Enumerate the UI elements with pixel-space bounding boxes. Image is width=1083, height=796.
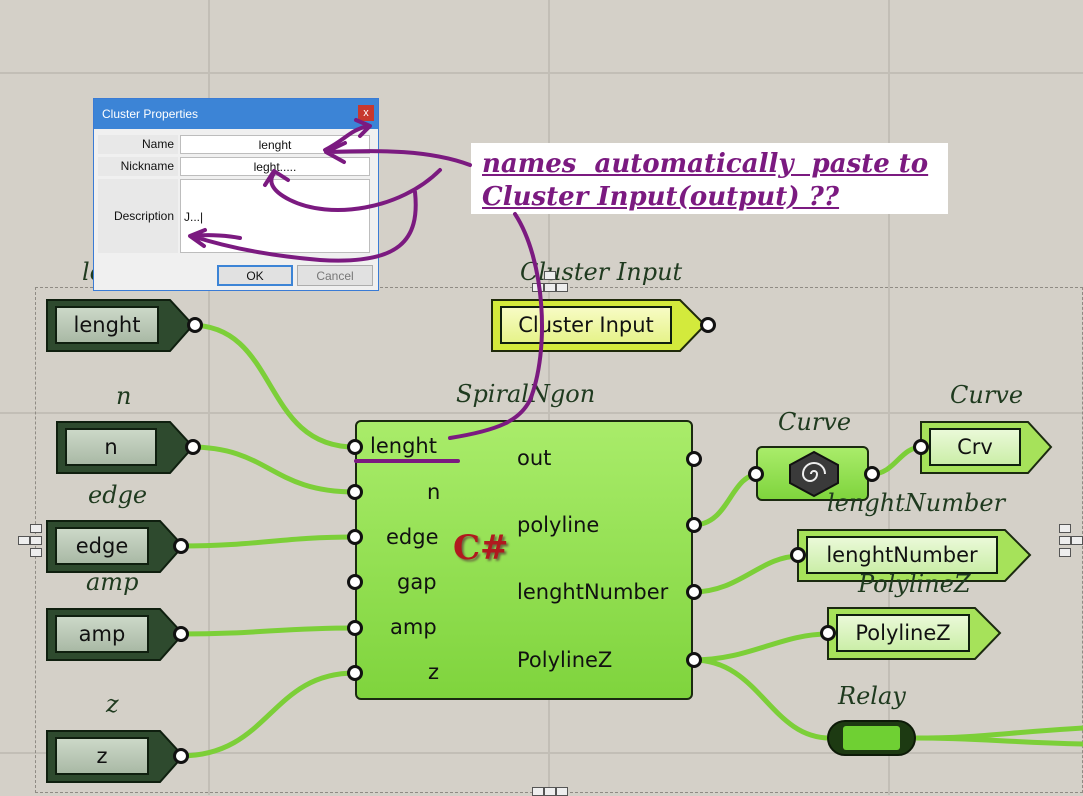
param-z-label: z (55, 737, 149, 775)
input-label-z: z (428, 660, 440, 684)
ok-button[interactable]: OK (217, 265, 293, 286)
description-field[interactable]: J...| (180, 179, 370, 253)
input-grip-n[interactable] (347, 484, 363, 500)
relay[interactable] (827, 720, 916, 756)
param-amp-label: amp (55, 615, 149, 653)
input-grip-z[interactable] (347, 665, 363, 681)
output-grip-polylinez[interactable] (686, 652, 702, 668)
zoom-handle-right-3[interactable] (1059, 548, 1071, 557)
param-lenght-label: lenght (55, 306, 159, 344)
annotation-line-2: Cluster Input(output) ?? (482, 182, 840, 212)
param-n-output-grip[interactable] (185, 439, 201, 455)
zoom-handle-right-1[interactable] (1059, 524, 1071, 533)
cluster-input-label: Cluster Input (500, 306, 672, 344)
relay-body (843, 726, 900, 750)
curve-input-grip[interactable] (748, 466, 764, 482)
zoom-handle-left-4[interactable] (30, 548, 42, 557)
output-grip-polyline[interactable] (686, 517, 702, 533)
wire-polylinez (690, 631, 831, 663)
wire-polyline-curve (690, 471, 763, 528)
output-polylinez-nickname: PolylineZ (858, 570, 971, 598)
output-label-polylinez: PolylineZ (517, 648, 613, 672)
param-n-nickname: n (116, 382, 132, 410)
zoom-handle-top-2[interactable] (532, 283, 544, 292)
param-edge-label: edge (55, 527, 149, 565)
input-label-amp: amp (390, 615, 437, 639)
output-lenghtnumber-label: lenghtNumber (806, 536, 998, 574)
zoom-handle-left-2[interactable] (30, 524, 42, 533)
output-grip-lenghtnumber[interactable] (686, 584, 702, 600)
output-label-polyline: polyline (517, 513, 600, 537)
wire-lenght (187, 322, 358, 450)
param-amp-output-grip[interactable] (173, 626, 189, 642)
param-n-label: n (65, 428, 157, 466)
curve-spiral-icon (789, 450, 839, 498)
name-label: Name (98, 135, 178, 154)
description-label: Description (98, 179, 178, 253)
wire-amp (177, 625, 358, 637)
component-nickname: SpiralNgon (456, 380, 596, 408)
wire-edge (177, 534, 358, 549)
dialog-titlebar[interactable]: Cluster Properties (94, 99, 378, 129)
spiralngon-component[interactable] (355, 420, 693, 700)
wire-z (177, 670, 358, 759)
output-crv-label: Crv (929, 428, 1021, 466)
param-edge-nickname: edge (88, 481, 148, 509)
zoom-handle-right-2[interactable] (1059, 536, 1071, 545)
cluster-input-output-grip[interactable] (700, 317, 716, 333)
input-label-lenght: lenght (370, 434, 437, 458)
wire-lenghtnumber (690, 553, 803, 595)
output-lenghtnumber-nickname: lenghtNumber (827, 489, 1006, 517)
input-label-n: n (427, 480, 441, 504)
zoom-handle-top-3[interactable] (544, 283, 556, 292)
cluster-properties-dialog: Cluster Properties x Name lenght Nicknam… (93, 98, 379, 291)
curve-output-grip[interactable] (864, 466, 880, 482)
output-crv-input-grip[interactable] (913, 439, 929, 455)
param-z-nickname: z (106, 690, 119, 718)
zoom-handle-left-1[interactable] (18, 536, 30, 545)
input-grip-edge[interactable] (347, 529, 363, 545)
zoom-handle-left-3[interactable] (30, 536, 42, 545)
param-z-output-grip[interactable] (173, 748, 189, 764)
csharp-icon: C# (453, 528, 509, 568)
cancel-button[interactable]: Cancel (297, 265, 373, 286)
zoom-handle-top-4[interactable] (556, 283, 568, 292)
input-grip-amp[interactable] (347, 620, 363, 636)
zoom-handle-top-1[interactable] (544, 271, 556, 280)
nickname-field[interactable]: leght..... (180, 157, 370, 176)
dialog-close-button[interactable]: x (358, 105, 374, 121)
input-label-gap: gap (397, 570, 437, 594)
param-lenght-output-grip[interactable] (187, 317, 203, 333)
param-amp-nickname: amp (86, 568, 139, 596)
wire-n (187, 444, 358, 495)
zoom-handle-right-4[interactable] (1071, 536, 1083, 545)
curve-component-nickname: Curve (778, 408, 852, 436)
input-grip-gap[interactable] (347, 574, 363, 590)
relay-nickname: Relay (838, 682, 906, 710)
input-grip-lenght[interactable] (347, 439, 363, 455)
wire-relay-in (690, 657, 833, 741)
wire-relay-out-2 (911, 735, 1083, 747)
param-edge-output-grip[interactable] (173, 538, 189, 554)
output-grip-out[interactable] (686, 451, 702, 467)
output-lenghtnumber-input-grip[interactable] (790, 547, 806, 563)
curve-component[interactable] (756, 446, 869, 501)
annotation-line-1: names automatically paste to (482, 149, 929, 179)
output-label-out: out (517, 446, 552, 470)
dialog-title: Cluster Properties (102, 107, 199, 121)
input-label-edge: edge (386, 525, 439, 549)
output-polylinez-input-grip[interactable] (820, 625, 836, 641)
name-field[interactable]: lenght (180, 135, 370, 154)
output-crv-nickname: Curve (950, 381, 1024, 409)
annotation-note: names automatically paste to Cluster Inp… (471, 143, 948, 214)
output-polylinez-label: PolylineZ (836, 614, 970, 652)
output-label-lenghtnumber: lenghtNumber (517, 580, 669, 604)
nickname-label: Nickname (98, 157, 178, 176)
